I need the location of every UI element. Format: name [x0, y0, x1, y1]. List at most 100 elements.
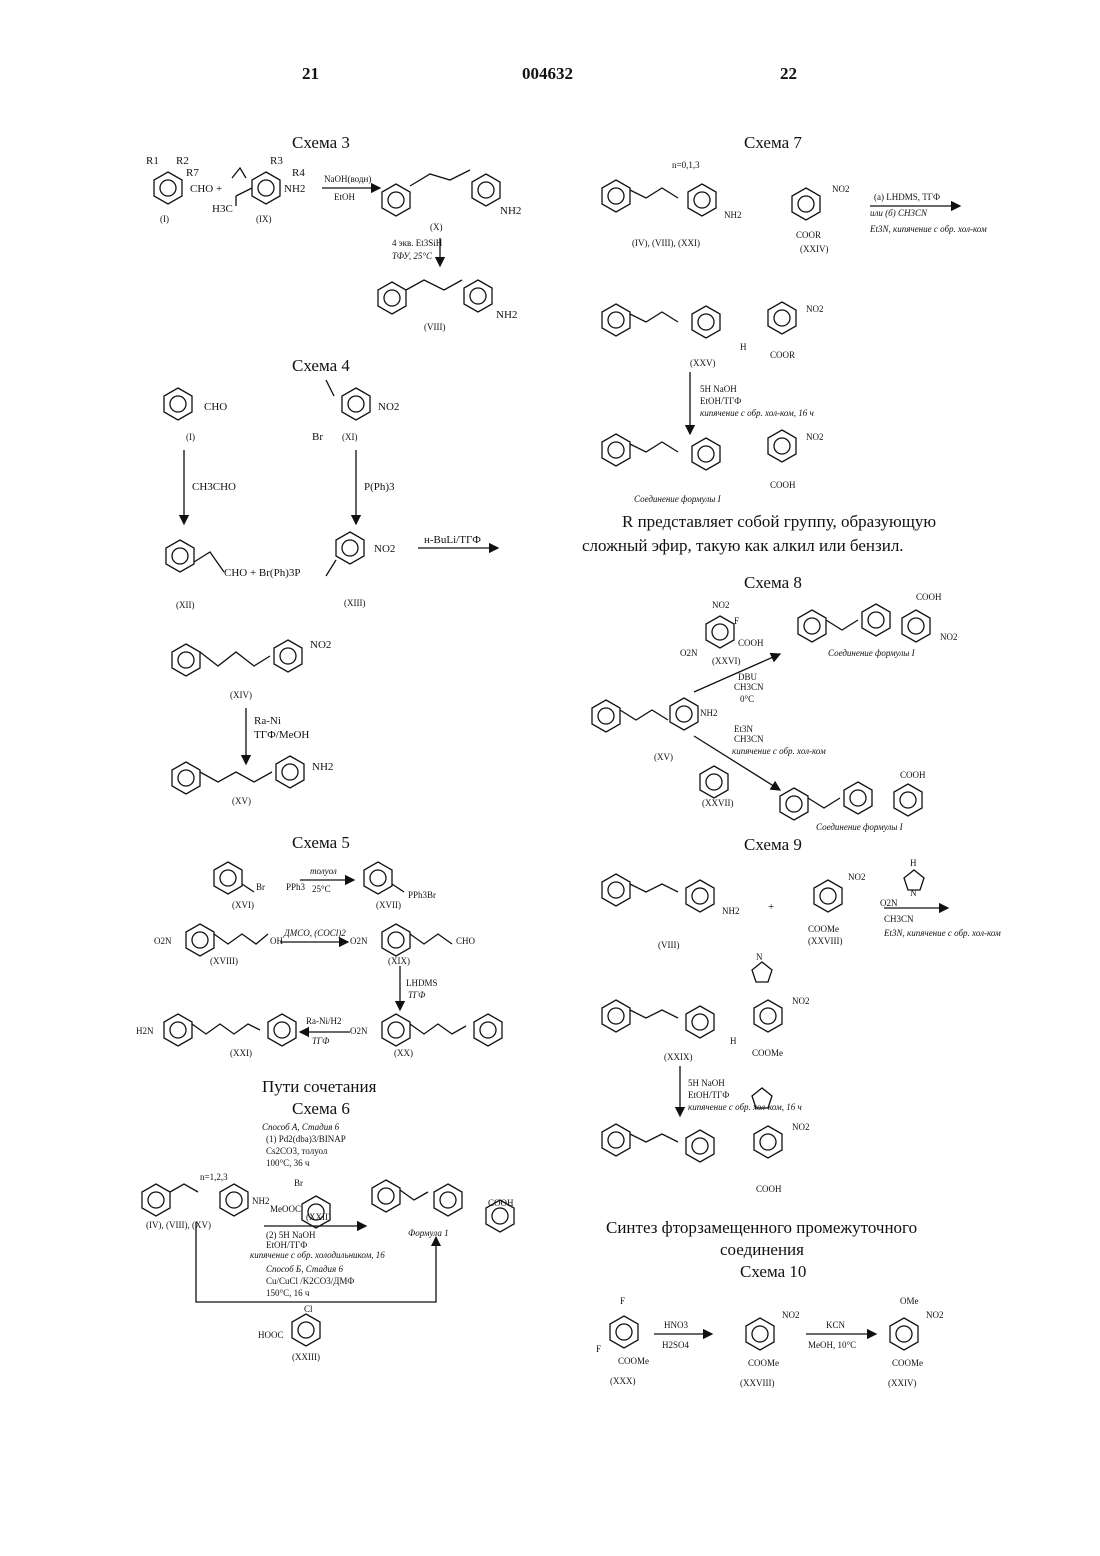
- s3-etoh: EtOH: [334, 192, 355, 202]
- s6-cooh: COOH: [488, 1198, 514, 1208]
- s9-ch3cn: CH3CN: [884, 914, 914, 924]
- s9-n-b: N: [756, 952, 763, 962]
- s10-XXX: (XXX): [610, 1376, 636, 1386]
- s10-XXVIII: (XXVIII): [740, 1378, 774, 1388]
- s3-h3c: H3C: [212, 203, 233, 215]
- s8-0c: 0°C: [740, 694, 754, 704]
- s3-lbl-0: R1: [146, 155, 159, 167]
- s9-nh2: NH2: [722, 906, 740, 916]
- s4-no2-b: NO2: [374, 543, 395, 555]
- s8-product-a: Соединение формулы I: [828, 648, 916, 658]
- s4-no2-c: NO2: [310, 639, 331, 651]
- s6-naoh: (2) 5Н NaOH: [266, 1230, 316, 1240]
- s6-nh2: NH2: [252, 1196, 270, 1206]
- s3-X: (X): [430, 222, 443, 232]
- s7-product: Соединение формулы I: [634, 494, 722, 504]
- s3-nh2-a: NH2: [284, 183, 305, 195]
- s7-or-b: или (б) CH3CN: [870, 208, 928, 218]
- s8-XV: (XV): [654, 752, 673, 762]
- s7-coor-a: COOR: [796, 230, 821, 240]
- s7-no2-c: NO2: [806, 432, 824, 442]
- s8-no2-b: NO2: [940, 632, 958, 642]
- s10-h2so4: H2SO4: [662, 1340, 690, 1350]
- s8-cooh-a: COOH: [738, 638, 764, 648]
- s5-oh: OH: [270, 936, 283, 946]
- scheme-8-drawing: [592, 604, 930, 820]
- s9-no2-c: NO2: [792, 1122, 810, 1132]
- s7-coor-b: COOR: [770, 350, 795, 360]
- s9-h-b: H: [730, 1036, 737, 1046]
- s7-lhdms: (a) LHDMS, ТГФ: [874, 192, 940, 202]
- s6-cl: Cl: [304, 1304, 313, 1314]
- s5-pph3: PPh3: [286, 882, 306, 892]
- s3-cho: CHO +: [190, 183, 222, 195]
- s9-cooh: COOH: [756, 1184, 782, 1194]
- s8-ch3cn-a: CH3CN: [734, 682, 764, 692]
- s9-XXIX: (XXIX): [664, 1052, 693, 1062]
- s6-cu: Cu/CuCl /K2CO3/ДМФ: [266, 1276, 354, 1286]
- s7-naoh: 5Н NaOH: [700, 384, 737, 394]
- s4-XII: (XII): [176, 600, 195, 610]
- s7-nh2-a: NH2: [724, 210, 742, 220]
- s4-XIII: (XIII): [344, 598, 366, 608]
- s9-etoh: EtOH/ТГФ: [688, 1090, 729, 1100]
- s7-cooh: COOH: [770, 480, 796, 490]
- s5-toluene: толуол: [310, 866, 337, 876]
- s9-coome-a: COOMe: [808, 924, 839, 934]
- s3-nh2-c: NH2: [496, 309, 517, 321]
- s9-coome-b: COOMe: [752, 1048, 783, 1058]
- s8-reflux: кипячение с обр. хол-ком: [732, 746, 826, 756]
- s5-thf-a: ТГФ: [408, 990, 426, 1000]
- s3-lbl-1: R2: [176, 155, 189, 167]
- s4-XV: (XV): [232, 796, 251, 806]
- s3-IX: (IX): [256, 214, 272, 224]
- scheme-6-drawing: [142, 1180, 514, 1346]
- s5-XX: (XX): [394, 1048, 413, 1058]
- s10-coome-c: COOMe: [892, 1358, 923, 1368]
- s4-br: Br: [312, 431, 323, 443]
- s7-XXV: (XXV): [690, 358, 716, 368]
- s6-meooc: MeOOC: [270, 1204, 301, 1214]
- s5-br: Br: [256, 882, 265, 892]
- s5-h2n: H2N: [136, 1026, 154, 1036]
- s5-o2n-c: O2N: [350, 1026, 368, 1036]
- s7-n: n=0,1,3: [672, 160, 700, 170]
- s9-et3n: Et3N, кипячение с обр. хол-ком: [883, 928, 1001, 938]
- s4-XIV: (XIV): [230, 690, 252, 700]
- s9-VIII: (VIII): [658, 940, 680, 950]
- s3-et3sih: 4 экв. Et3SiH: [392, 238, 443, 248]
- s4-I: (I): [186, 432, 195, 442]
- s6-pd: (1) Pd2(dba)3/BINAP: [266, 1134, 346, 1144]
- s10-ome: OMe: [900, 1296, 919, 1306]
- s8-cooh-b: COOH: [916, 592, 942, 602]
- s4-nh2: NH2: [312, 761, 333, 773]
- s6-150: 150°C, 16 ч: [266, 1288, 310, 1298]
- s10-hno3: HNO3: [664, 1320, 688, 1330]
- s6-hooc: HOOC: [258, 1330, 284, 1340]
- s3-VIII: (VIII): [424, 322, 446, 332]
- s9-h-im: H: [910, 858, 917, 868]
- s6-temp: 100°C, 36 ч: [266, 1158, 310, 1168]
- s4-thf-meoh: ТГФ/MeOH: [254, 729, 309, 741]
- s4-pph3: P(Ph)3: [364, 481, 395, 493]
- s8-ch3cn-b: CH3CN: [734, 734, 764, 744]
- s6-etoh: EtOH/ТГФ: [266, 1240, 307, 1250]
- s5-XVIII: (XVIII): [210, 956, 238, 966]
- s3-nh2-b: NH2: [500, 205, 521, 217]
- s5-XVII: (XVII): [376, 900, 401, 910]
- s6-reflux: кипячение с обр. холодильником, 16: [250, 1250, 385, 1260]
- s8-XXVI: (XXVI): [712, 656, 741, 666]
- s4-cho: CHO: [204, 401, 227, 413]
- s3-lbl-2: R7: [186, 167, 199, 179]
- s8-f: F: [734, 616, 739, 626]
- s9-XXVIII: (XXVIII): [808, 936, 842, 946]
- s5-thf-b: ТГФ: [312, 1036, 330, 1046]
- scheme-10-drawing: [610, 1316, 918, 1350]
- s10-coome-a: COOMe: [618, 1356, 649, 1366]
- s6-start: (IV), (VIII), (XV): [146, 1220, 211, 1230]
- s5-XVI: (XVI): [232, 900, 254, 910]
- s7-reflux: кипячение с обр. хол-ком, 16 ч: [700, 408, 814, 418]
- s8-no2-a: NO2: [712, 600, 730, 610]
- s5-pph3br: PPh3Br: [408, 890, 436, 900]
- s6-method-a: Способ А, Стадия 6: [262, 1122, 340, 1132]
